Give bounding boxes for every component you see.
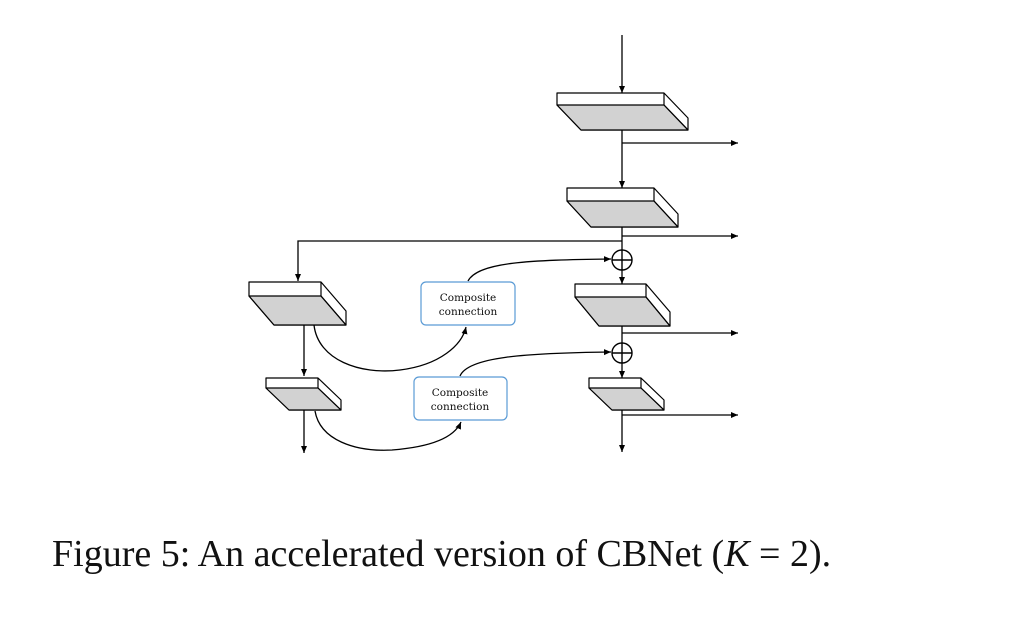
- curve-left1-to-composite1: [313, 324, 468, 372]
- left-block-2: [265, 377, 342, 411]
- figure-caption: Figure 5: An accelerated version of CBNe…: [52, 532, 831, 576]
- composite-box-2: [413, 376, 508, 421]
- curve-composite2-to-sum2: [459, 349, 612, 377]
- caption-equals: = 2).: [749, 533, 832, 575]
- branch-to-left-arrow: [295, 240, 622, 281]
- sum-node-1: [611, 249, 633, 271]
- composite-box-2-line1: Composite: [432, 387, 489, 399]
- right-block-1: [556, 92, 689, 131]
- right-block-2: [566, 187, 679, 228]
- curve-left2-to-composite2: [314, 410, 462, 451]
- right-block-4: [588, 377, 665, 411]
- composite-curves: [313, 256, 612, 451]
- composite-box-1-line2: connection: [439, 306, 498, 318]
- caption-variable: K: [724, 533, 750, 575]
- left-backbone: [295, 240, 622, 453]
- left-block-1: [248, 281, 347, 326]
- composite-connection-1: Composite connection: [420, 281, 516, 326]
- curve-composite1-to-sum1: [467, 256, 612, 282]
- composite-box-1: [420, 281, 516, 326]
- cbnet-diagram: Composite connection Composite connectio…: [248, 35, 738, 453]
- composite-connection-2: Composite connection: [413, 376, 508, 421]
- composite-box-2-line2: connection: [431, 401, 490, 413]
- right-backbone: [619, 35, 738, 452]
- caption-prefix: Figure 5: An accelerated version of CBNe…: [52, 533, 725, 575]
- sum-node-2: [611, 342, 633, 364]
- composite-box-1-line1: Composite: [440, 292, 497, 304]
- right-block-3: [574, 283, 671, 327]
